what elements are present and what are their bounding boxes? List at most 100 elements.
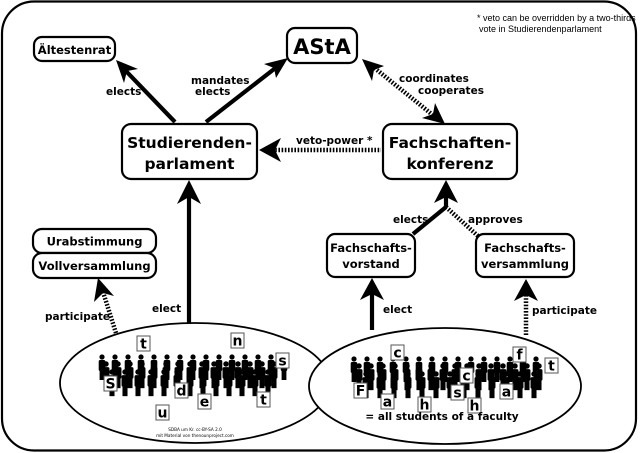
svg-text:c: c [393, 346, 401, 362]
edge-label-participate-left: participate [45, 311, 110, 323]
edge-students-stupa [177, 180, 201, 325]
person-figure [264, 369, 272, 397]
edge-stupa-aeltestenrat [116, 60, 177, 124]
edge-label-coordinates: coordinates [399, 73, 469, 85]
person-figure [246, 361, 254, 389]
edge-faculty-versammlung [514, 279, 538, 335]
node-fsk-line2: konferenz [406, 155, 493, 173]
node-fachschaftsvorstand[interactable]: Fachschafts- vorstand [325, 232, 417, 279]
node-asta-label: AStA [293, 35, 351, 59]
svg-text:s: s [453, 386, 461, 402]
node-asta[interactable]: AStA [285, 26, 359, 65]
edge-vorstand-fsk [411, 180, 458, 236]
person-figure [186, 369, 194, 397]
faculty-sign: c [459, 367, 474, 385]
person-figure [404, 371, 412, 399]
node-aeltestenrat[interactable]: Ältestenrat [32, 35, 117, 63]
person-figure [488, 371, 496, 399]
person-figure [530, 371, 538, 399]
person-figure [523, 363, 531, 391]
svg-text:e: e [200, 395, 210, 411]
faculty-sign: s [450, 384, 465, 402]
svg-text:f: f [516, 348, 523, 364]
person-figure [432, 371, 440, 399]
person-figure [367, 363, 375, 391]
person-figure [270, 361, 278, 389]
faculty-sign: a [380, 393, 395, 411]
person-figure [258, 361, 266, 389]
person-figure [493, 356, 501, 382]
student-sign: t [136, 335, 151, 353]
person-figure [225, 369, 233, 397]
svg-text:h: h [420, 398, 430, 414]
svg-text:a: a [383, 395, 392, 411]
node-vorstand-line2: vorstand [342, 257, 400, 271]
faculty-sign: F [353, 382, 368, 400]
student-sign: d [174, 382, 189, 400]
student-sign: e [197, 393, 212, 411]
node-stupa-line1: Studierenden- [127, 134, 252, 152]
edge-veto-power [259, 138, 381, 162]
svg-text:t: t [548, 359, 555, 375]
faculty-caption: = all students of a faculty [365, 411, 518, 423]
person-figure [121, 369, 129, 397]
person-figure [474, 371, 482, 399]
node-versammlung-line1: Fachschafts- [484, 241, 566, 255]
person-figure [134, 369, 142, 397]
node-studierendenparlament[interactable]: Studierenden- parlament [120, 122, 259, 181]
svg-text:a: a [502, 385, 511, 401]
edge-label-approves: approves [468, 214, 523, 226]
student-sign: t [256, 391, 271, 409]
person-figure [147, 369, 155, 397]
faculty-sign: h [417, 396, 432, 414]
svg-text:t: t [260, 393, 267, 409]
edge-label-veto-power: veto-power * [296, 135, 373, 147]
node-vollversammlung-label: Vollversammlung [38, 259, 150, 273]
edge-label-participate-right: participate [532, 305, 597, 317]
edge-label-elects-fsk: elects [393, 214, 428, 226]
edge-fsk-asta [362, 59, 445, 124]
person-figure [511, 363, 519, 391]
edge-label-mandates: mandates [191, 75, 250, 87]
node-vollversammlung[interactable]: Vollversammlung [31, 251, 158, 280]
svg-text:s: s [278, 354, 286, 370]
student-sign: s [275, 352, 290, 370]
svg-text:t: t [140, 337, 147, 353]
edge-label-elect-vorstand: elect [383, 304, 412, 316]
node-urabstimmung[interactable]: Urabstimmung [31, 227, 158, 255]
svg-text:u: u [158, 406, 168, 422]
edge-label-elect-stupa: elect [152, 303, 181, 315]
person-figure [228, 354, 236, 380]
person-figure [126, 361, 134, 389]
svg-text:F: F [356, 384, 366, 400]
svg-text:h: h [470, 399, 480, 415]
person-figure [418, 371, 426, 399]
node-stupa-line2: parlament [144, 155, 235, 173]
footnote-line2: vote in Studierendenparlament [479, 24, 602, 34]
node-fachschaftsversammlung[interactable]: Fachschafts- versammlung [474, 232, 576, 279]
node-fachschaftenkonferenz[interactable]: Fachschaften- konferenz [381, 122, 519, 181]
student-sign: S [103, 375, 118, 393]
faculty-sign: a [499, 383, 514, 401]
node-urabstimmung-label: Urabstimmung [47, 235, 143, 249]
person-figure [376, 371, 384, 399]
node-versammlung-line2: versammlung [481, 257, 569, 271]
person-figure [535, 363, 543, 391]
edge-versammlung-fsk [444, 205, 480, 238]
node-fsk-line1: Fachschaften- [389, 134, 511, 152]
person-figure [439, 363, 447, 391]
students-ellipse [59, 322, 331, 444]
faculty-sign: t [544, 357, 559, 375]
person-figure [427, 363, 435, 391]
edge-faculty-vorstand [360, 278, 384, 330]
footnote-line1: * veto can be overridden by a two-thirds [477, 13, 636, 23]
edge-label-elects-asta: elects [195, 86, 230, 98]
faculty-sign: f [512, 346, 527, 364]
svg-text:n: n [233, 334, 243, 350]
edge-label-elects-aeltestenrat: elects [106, 86, 141, 98]
student-crowd [98, 354, 288, 397]
person-figure [390, 371, 398, 399]
person-figure [199, 369, 207, 397]
